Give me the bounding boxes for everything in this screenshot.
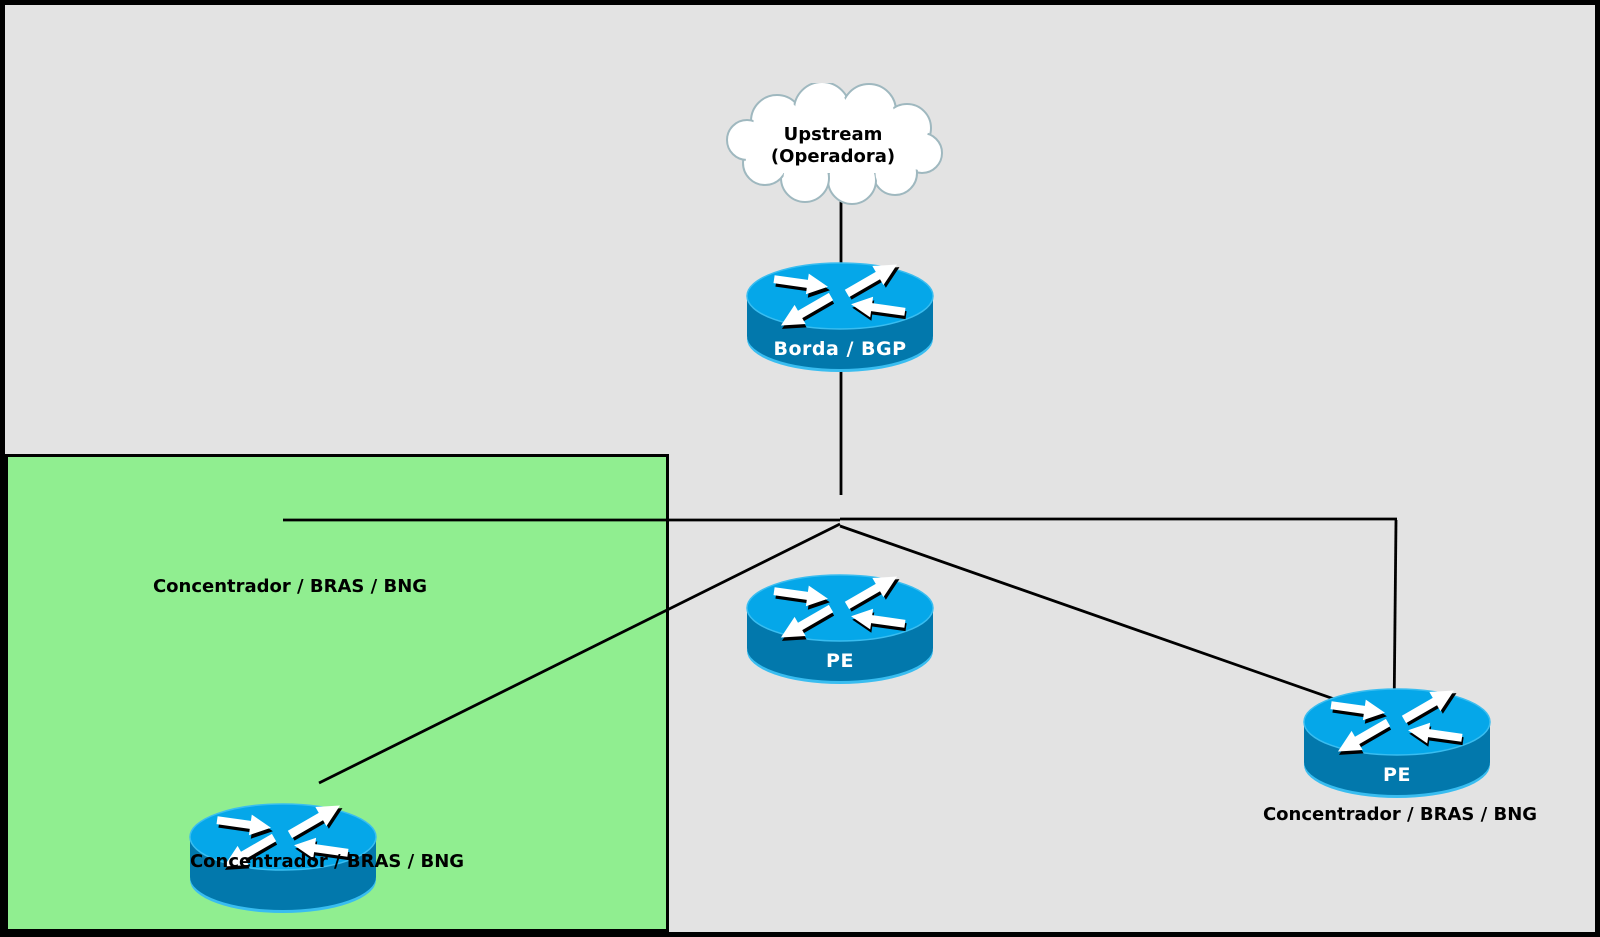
router-arrows-glyph xyxy=(773,576,907,641)
label-concentrador-left: Concentrador / BRAS / BNG xyxy=(152,576,428,597)
router-arrows-glyph xyxy=(216,805,350,870)
label-concentrador-right: Concentrador / BRAS / BNG xyxy=(1262,804,1538,825)
link-pe-concbottom xyxy=(318,522,841,785)
cloud-label-line1: Upstream xyxy=(783,124,883,145)
label-concentrador-bottom-left: Concentrador / BRAS / BNG xyxy=(189,851,465,872)
router-pe-core: PE xyxy=(745,574,935,686)
link-peright-concright xyxy=(1392,519,1398,719)
cloud-icon xyxy=(726,83,943,205)
router-arrows-glyph xyxy=(773,264,907,329)
router-icon xyxy=(746,262,934,372)
link-pe-concright xyxy=(839,524,1395,722)
cloud-upstream: Upstream (Operadora) xyxy=(717,83,949,205)
router-icon xyxy=(189,803,377,913)
cloud-label: Upstream (Operadora) xyxy=(717,124,949,168)
router-concentrador-left xyxy=(188,803,378,915)
router-arrows-glyph xyxy=(1330,690,1464,755)
router-pe-right: PE xyxy=(1302,688,1492,800)
router-borda-bgp: Borda / BGP xyxy=(745,262,935,374)
router-icon xyxy=(746,574,934,684)
cloud-label-line2: (Operadora) xyxy=(770,146,896,167)
router-icon xyxy=(1303,688,1491,798)
